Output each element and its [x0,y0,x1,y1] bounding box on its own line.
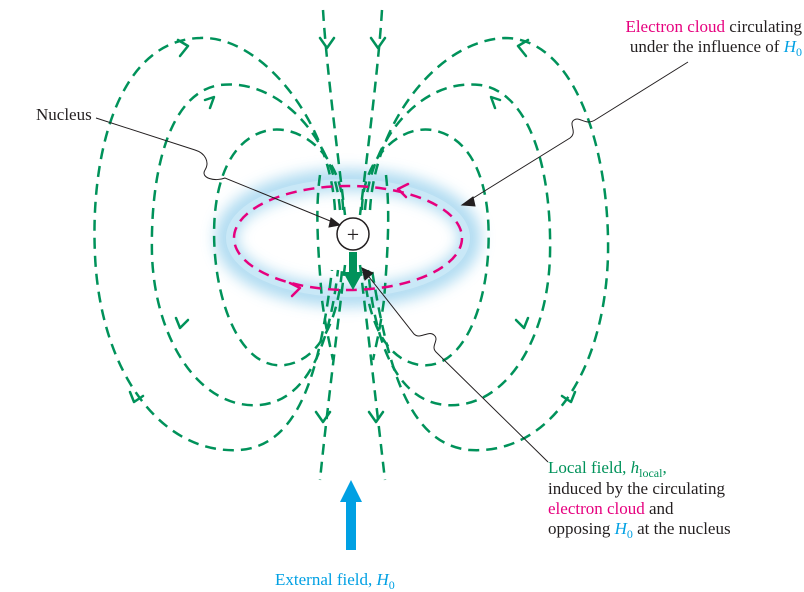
cloud-label-line2-text: under the influence of [630,37,784,56]
local-field-label: Local field, hlocal, induced by the circ… [548,458,731,540]
arrowhead-mid-left-bottom [176,318,188,328]
cloud-label-rest: circulating [725,17,802,36]
local-label-line3: electron cloud and [548,499,731,519]
h0-symbol: H [784,37,796,56]
local-label-line1: Local field, hlocal, [548,458,731,479]
local-label-line4: opposing H0 at the nucleus [548,519,731,540]
field-line-near-right [373,175,388,360]
external-h0-subscript: 0 [389,578,395,592]
nucleus: + [337,218,369,250]
nucleus-label-text: Nucleus [36,105,92,124]
arrowhead-bottom-left [316,412,330,422]
nucleus-leader [96,118,340,225]
external-label-text: External field, [275,570,377,589]
local-label-term: Local field, [548,458,631,477]
hlocal-comma: , [662,458,666,477]
arrowhead-mid-right-top [491,97,500,108]
arrowhead-top-left [320,38,334,48]
arrowhead-bottom-right [369,412,383,422]
local-h0-subscript: 0 [627,527,633,541]
nucleus-charge: + [347,222,359,247]
cloud-label-term: Electron cloud [625,17,725,36]
arrowhead-outer-right-bottom [562,392,575,402]
local-h0-symbol: H [615,519,627,538]
arrowhead-mid-left-top [205,97,214,108]
external-field-label: External field, H0 [275,570,395,591]
cloud-label-line2: under the influence of H0 [625,37,802,58]
h0-subscript: 0 [796,45,802,59]
electron-cloud-label: Electron cloud circulating under the inf… [625,17,802,58]
local-label-line3-rest: and [645,499,674,518]
external-field-arrow [340,480,362,550]
local-label-line4-start: opposing [548,519,615,538]
hlocal-symbol: h [631,458,640,477]
cloud-label-line1: Electron cloud circulating [625,17,802,37]
cloud-leader [462,62,688,205]
field-line-mid-left [152,84,340,405]
field-line-mid-right [365,84,550,405]
arrowhead-top-right [371,38,385,48]
leader-lines [96,62,688,462]
local-label-line2: induced by the circulating [548,479,731,499]
external-h0-symbol: H [377,570,389,589]
arrowhead-mid-right-bottom [516,318,528,328]
local-label-line4-end: at the nucleus [633,519,731,538]
nucleus-label: Nucleus [36,105,92,125]
local-label-cloud-term: electron cloud [548,499,645,518]
hlocal-subscript: local [639,466,662,480]
